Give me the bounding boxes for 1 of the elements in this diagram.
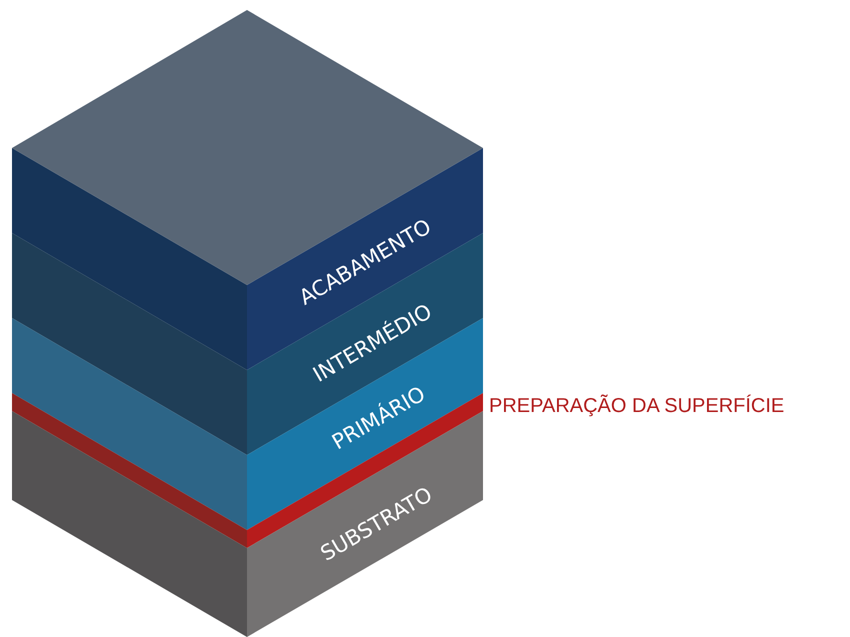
layer-label: PREPARAÇÃO DA SUPERFÍCIE [489, 394, 784, 418]
